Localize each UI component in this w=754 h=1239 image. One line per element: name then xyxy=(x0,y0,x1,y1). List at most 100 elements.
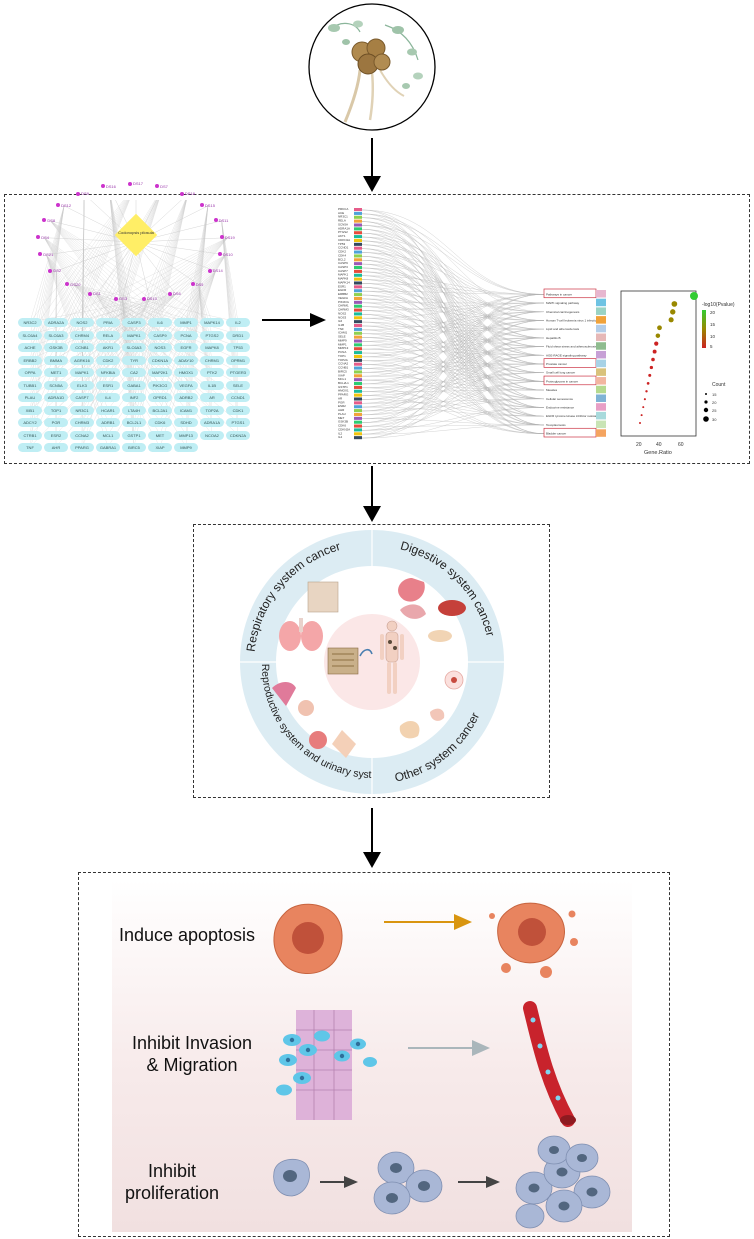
pathway-bar xyxy=(596,411,606,420)
pathway-label: Endocrine resistance xyxy=(546,406,574,410)
compound-node-dot xyxy=(207,268,212,273)
compound-node: DS3 xyxy=(114,296,127,301)
color-tick-15: 15 xyxy=(710,322,716,327)
target-node: GSTP1 xyxy=(122,430,146,440)
target-node: MMP9 xyxy=(174,443,198,452)
invasion-label: Inhibit Invasion & Migration xyxy=(112,1032,272,1076)
dotplot-point xyxy=(671,301,678,307)
compound-node-dot xyxy=(36,235,41,240)
gene-bar xyxy=(354,339,362,343)
gene-label: PGR xyxy=(338,400,345,404)
gene-bar xyxy=(354,250,362,254)
gene-label: CCNB1 xyxy=(338,366,349,370)
dotplot-frame xyxy=(620,290,697,437)
gene-bar xyxy=(354,285,362,289)
target-node: TUBB1 xyxy=(18,380,42,390)
size-legend-15 xyxy=(705,393,707,395)
target-node: PIK3CG xyxy=(148,380,172,390)
size-legend-30 xyxy=(703,416,709,422)
compound-node: DS12 xyxy=(56,203,71,208)
compound-node-dot xyxy=(42,218,47,223)
gene-label: ERBB2 xyxy=(338,292,348,296)
target-node: AHR xyxy=(44,443,68,452)
pathway-bar xyxy=(596,403,606,411)
prolif-arrow-1-icon xyxy=(344,1176,358,1188)
compound-node-label: DS20 xyxy=(70,281,81,287)
target-node: CDK1 xyxy=(226,405,250,415)
compound-node-dot xyxy=(48,268,53,273)
target-node: ADRA1A xyxy=(200,418,224,427)
gene-bar xyxy=(354,316,362,320)
target-node: CA2 xyxy=(122,368,146,377)
compound-node-dot xyxy=(141,296,146,301)
pathway-bar xyxy=(596,420,606,429)
cancer-wheel: Respiratory system cancer Digestive syst… xyxy=(232,530,504,794)
pathway-bar xyxy=(596,359,606,368)
apoptosis-illustration xyxy=(273,902,578,978)
uterus-icon xyxy=(272,682,296,706)
dotplot-point xyxy=(646,382,650,385)
gene-label: PRKCA xyxy=(338,207,348,211)
target-node: MCL1 xyxy=(96,430,120,440)
pathway-label: Human T-cell leukemia virus 1 infection xyxy=(546,318,598,322)
gene-label: RELA xyxy=(338,219,346,223)
compound-node-dot xyxy=(76,191,81,196)
gene-bar xyxy=(354,428,362,432)
compound-node-label: DS3 xyxy=(119,296,128,302)
target-node: CASP3 xyxy=(122,318,146,327)
trachea-icon xyxy=(307,581,339,613)
target-node: MMP13 xyxy=(174,430,198,440)
gene-label: MAPK14 xyxy=(338,280,350,284)
gene-bar xyxy=(354,347,362,351)
bone-icon xyxy=(399,721,420,739)
x-tick-3: 60 xyxy=(678,442,684,448)
pathway-bar xyxy=(596,324,606,333)
size-legend-title: Count xyxy=(712,382,726,388)
gene-label: CDKN1A xyxy=(338,238,350,242)
tissue-icon xyxy=(296,1010,352,1120)
target-node: TOP2A xyxy=(200,405,224,415)
apoptotic-body-icon xyxy=(501,963,511,973)
target-node: MAPK14 xyxy=(200,318,224,327)
gene-bar xyxy=(354,389,362,393)
pathway-label: Measles xyxy=(546,388,558,392)
target-node: ELK3 xyxy=(70,380,94,390)
gene-bar xyxy=(354,424,362,428)
target-node: ESR2 xyxy=(44,430,68,440)
gene-label: SCN5A xyxy=(338,222,348,226)
compound-node-dot xyxy=(213,218,218,223)
gene-bar xyxy=(354,262,362,266)
network-enrichment-panel xyxy=(4,194,750,464)
dotplot-point xyxy=(643,398,646,401)
gene-bar xyxy=(354,397,362,401)
gene-label: MCL1 xyxy=(338,377,346,381)
x-tick-2: 40 xyxy=(656,442,662,448)
pathway-label: Prostate cancer xyxy=(546,362,567,366)
gene-bar xyxy=(354,401,362,405)
pathway-bar xyxy=(596,377,606,385)
gene-bar xyxy=(354,227,362,231)
compound-node: DS16 xyxy=(100,184,116,189)
target-node: NR3C2 xyxy=(18,318,42,327)
compound-node: DS2 xyxy=(48,268,61,273)
pathway-label: Lipid and atherosclerosis xyxy=(546,327,580,331)
dividing-cells-icon xyxy=(373,1151,443,1215)
pathway-label: Proteoglycans in cancer xyxy=(546,379,578,383)
invasion-label-line2: & Migration xyxy=(146,1055,238,1075)
compound-node-dot xyxy=(190,282,195,287)
gene-label: NOS3 xyxy=(338,315,347,319)
compound-node-dot xyxy=(167,291,172,296)
target-node: NR3C1 xyxy=(70,405,94,415)
gene-label: CDK4 xyxy=(338,253,346,257)
dotplot-point xyxy=(648,373,652,377)
gene-label: CASP3 xyxy=(338,265,348,269)
gene-label: ACE xyxy=(338,211,344,215)
pathway-bar xyxy=(596,350,606,359)
gene-label: PLAU xyxy=(338,412,346,416)
gene-bar xyxy=(354,436,362,440)
gene-bar xyxy=(354,378,362,382)
target-node: IL1B xyxy=(200,380,224,390)
compound-node-label: DS4 xyxy=(41,234,50,240)
dotplot-point xyxy=(670,309,676,315)
gene-label: BCL2 xyxy=(338,257,346,261)
